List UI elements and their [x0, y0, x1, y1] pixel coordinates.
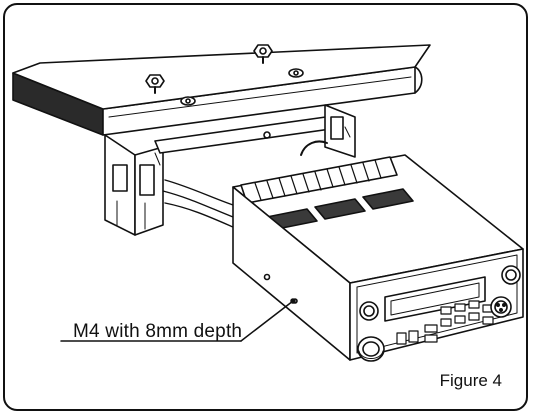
mounting-bracket — [104, 104, 356, 236]
cables — [162, 140, 328, 228]
mounting-nuts — [145, 44, 304, 106]
radio-mounting-illustration — [12, 44, 524, 362]
figure-frame: M4 with 8mm depth Figure 4 — [3, 3, 528, 411]
callout-leader — [60, 298, 296, 342]
mic-connector — [490, 296, 512, 318]
callout-label-m4-screw: M4 with 8mm depth — [73, 321, 243, 342]
dashboard-rail — [12, 44, 431, 136]
figure-caption: Figure 4 — [439, 371, 502, 390]
radio-unit — [232, 154, 524, 362]
knobs — [357, 265, 521, 362]
